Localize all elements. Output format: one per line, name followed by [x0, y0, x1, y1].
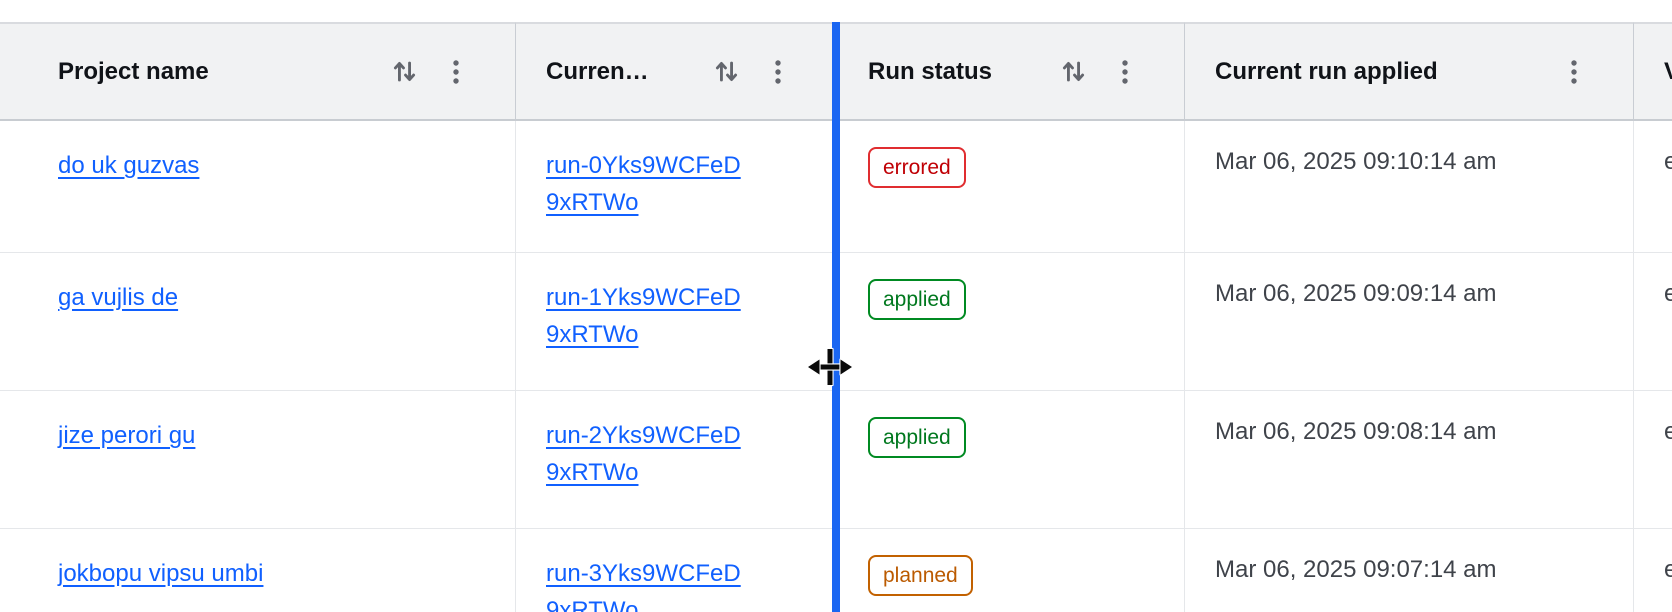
- current-run-cell: run-1Yks9WCFeD 9xRTWo: [516, 253, 838, 391]
- current-run-applied-cell: Mar 06, 2025 09:08:14 am: [1185, 391, 1634, 529]
- run-status-badge: applied: [868, 417, 966, 458]
- column-menu-button[interactable]: [452, 58, 460, 86]
- column-menu-button[interactable]: [774, 58, 782, 86]
- current-run-applied-cell: Mar 06, 2025 09:10:14 am: [1185, 121, 1634, 253]
- column-menu-button[interactable]: [1121, 58, 1129, 86]
- sort-button[interactable]: [1060, 58, 1087, 85]
- project-name-cell: do uk guzvas: [28, 121, 516, 253]
- column-resize-indicator[interactable]: [832, 22, 840, 612]
- header-icons: [713, 58, 782, 86]
- sort-arrows-icon: [1062, 61, 1085, 82]
- clipped-cell: e: [1634, 391, 1672, 529]
- run-status-cell: errored: [838, 121, 1185, 253]
- header-icons: [1570, 58, 1578, 86]
- project-link[interactable]: ga vujlis de: [58, 284, 179, 311]
- run-status-cell: applied: [838, 391, 1185, 529]
- data-table: Project name Curren…: [0, 22, 1672, 612]
- run-link[interactable]: run-1Yks9WCFeD 9xRTWo: [546, 279, 741, 353]
- clipped-cell-text: e: [1664, 418, 1672, 445]
- column-label-run-status: Run status: [868, 57, 993, 85]
- run-id-line2: 9xRTWo: [546, 321, 639, 348]
- current-run-cell: run-0Yks9WCFeD 9xRTWo: [516, 121, 838, 253]
- run-status-badge: errored: [868, 147, 966, 188]
- clipped-cell-text: e: [1664, 148, 1672, 175]
- column-header-run-status: Run status: [838, 22, 1185, 121]
- clipped-cell-text: e: [1664, 280, 1672, 307]
- clipped-cell-text: e: [1664, 556, 1672, 583]
- current-run-cell: run-3Yks9WCFeD 9xRTWo: [516, 529, 838, 612]
- column-label-clipped: V: [1664, 58, 1672, 86]
- sort-button[interactable]: [391, 58, 418, 85]
- clipped-cell: e: [1634, 121, 1672, 253]
- kebab-menu-icon: [1122, 59, 1128, 84]
- run-id-line2: 9xRTWo: [546, 459, 639, 486]
- applied-timestamp: Mar 06, 2025 09:09:14 am: [1215, 280, 1497, 307]
- column-header-current-run: Curren…: [516, 22, 838, 121]
- project-name-cell: jokbopu vipsu umbi: [28, 529, 516, 612]
- header-icons: [1060, 58, 1129, 86]
- sort-button[interactable]: [713, 58, 740, 85]
- project-link[interactable]: jize perori gu: [58, 422, 196, 449]
- run-id-line2: 9xRTWo: [546, 189, 639, 216]
- run-id-line1: run-1Yks9WCFeD: [546, 284, 741, 311]
- run-status-badge: applied: [868, 279, 966, 320]
- run-link[interactable]: run-3Yks9WCFeD 9xRTWo: [546, 555, 741, 612]
- clipped-cell: e: [1634, 253, 1672, 391]
- run-id-line1: run-3Yks9WCFeD: [546, 560, 741, 587]
- project-name-cell: ga vujlis de: [28, 253, 516, 391]
- run-id-line1: run-0Yks9WCFeD: [546, 152, 741, 179]
- clipped-cell: e: [1634, 529, 1672, 612]
- sort-arrows-icon: [393, 61, 416, 82]
- column-header-current-run-applied: Current run applied: [1185, 22, 1634, 121]
- kebab-menu-icon: [775, 59, 781, 84]
- column-menu-button[interactable]: [1570, 58, 1578, 86]
- column-label-project-name: Project name: [58, 57, 209, 85]
- run-status-cell: applied: [838, 253, 1185, 391]
- project-link[interactable]: jokbopu vipsu umbi: [58, 560, 264, 587]
- applied-timestamp: Mar 06, 2025 09:08:14 am: [1215, 418, 1497, 445]
- project-name-cell: jize perori gu: [28, 391, 516, 529]
- run-status-cell: planned: [838, 529, 1185, 612]
- run-id-line2: 9xRTWo: [546, 597, 639, 612]
- column-label-current-run: Curren…: [546, 57, 649, 85]
- current-run-cell: run-2Yks9WCFeD 9xRTWo: [516, 391, 838, 529]
- applied-timestamp: Mar 06, 2025 09:10:14 am: [1215, 148, 1497, 175]
- column-label-current-run-applied: Current run applied: [1215, 57, 1438, 85]
- run-link[interactable]: run-0Yks9WCFeD 9xRTWo: [546, 147, 741, 221]
- current-run-applied-cell: Mar 06, 2025 09:09:14 am: [1185, 253, 1634, 391]
- run-status-badge: planned: [868, 555, 973, 596]
- kebab-menu-icon: [1571, 59, 1577, 84]
- kebab-menu-icon: [453, 59, 459, 84]
- applied-timestamp: Mar 06, 2025 09:07:14 am: [1215, 556, 1497, 583]
- run-id-line1: run-2Yks9WCFeD: [546, 422, 741, 449]
- column-header-clipped: V: [1634, 22, 1672, 121]
- column-header-project-name: Project name: [28, 22, 516, 121]
- run-link[interactable]: run-2Yks9WCFeD 9xRTWo: [546, 417, 741, 491]
- project-link[interactable]: do uk guzvas: [58, 152, 200, 179]
- current-run-applied-cell: Mar 06, 2025 09:07:14 am: [1185, 529, 1634, 612]
- header-icons: [391, 58, 460, 86]
- sort-arrows-icon: [715, 61, 738, 82]
